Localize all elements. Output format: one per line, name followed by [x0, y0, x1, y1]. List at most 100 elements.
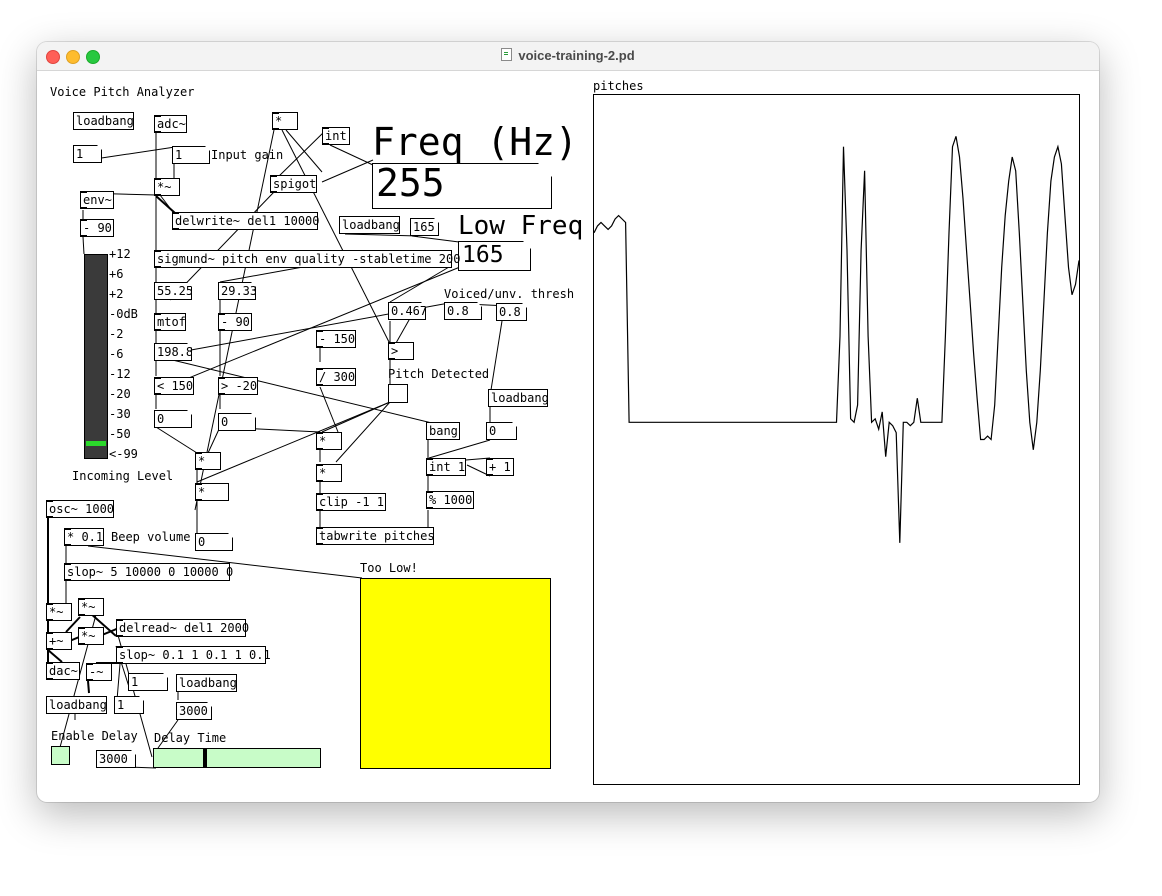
spigot-object[interactable]: spigot	[270, 175, 317, 193]
counter-reset-number[interactable]: 0	[486, 422, 517, 440]
loadbang-object-4[interactable]: loadbang	[176, 674, 237, 692]
slider-knob[interactable]	[203, 749, 207, 767]
clip-object[interactable]: clip -1 1	[316, 493, 386, 511]
delay-time-comment: Delay Time	[154, 731, 227, 745]
greater-than-minus-20-object[interactable]: > -20	[218, 377, 258, 395]
beep-volume-comment: Beep volume	[111, 530, 191, 544]
low-freq-preset-number[interactable]: 165	[410, 218, 439, 236]
thresh-preset-number[interactable]: 0.8	[496, 303, 527, 321]
vu-meter	[84, 254, 108, 459]
delay-preset-number[interactable]: 3000	[176, 702, 212, 720]
graph-array-name: pitches	[593, 79, 644, 93]
one-number-box[interactable]: 1	[128, 673, 168, 691]
pitch-detected-comment: Pitch Detected	[388, 367, 490, 381]
loud-flag-number-box[interactable]: 0	[218, 413, 256, 431]
vu-scale-label: -2	[109, 327, 124, 341]
vu-scale-label: -50	[109, 427, 131, 441]
delread-object[interactable]: delread~ del1 2000	[116, 619, 249, 637]
pitch-number-box[interactable]: 55.25	[154, 282, 192, 300]
voiced-thresh-comment: Voiced/unv. thresh	[444, 287, 575, 301]
signal-multiply-object-3[interactable]: *~	[78, 598, 104, 616]
enable-delay-toggle[interactable]	[51, 746, 70, 765]
low-flag-number-box[interactable]: 0	[154, 410, 192, 428]
thresh-number-box[interactable]: 0.8	[444, 302, 482, 320]
low-freq-number-box[interactable]: 165	[458, 241, 531, 271]
incoming-level-comment: Incoming Level	[72, 469, 174, 483]
int-object[interactable]: int	[322, 127, 350, 145]
vu-scale-label: -6	[109, 347, 124, 361]
int-counter-object[interactable]: int 1	[426, 458, 466, 476]
signal-multiply-object-4[interactable]: *~	[78, 627, 104, 645]
low-freq-label: Low Freq	[458, 211, 584, 241]
quality-number-box[interactable]: 0.467	[388, 302, 426, 320]
title-bar: voice-training-2.pd	[37, 42, 1099, 71]
less-than-150-object[interactable]: < 150	[154, 377, 194, 395]
freq-number-box-small[interactable]: 198.8	[154, 343, 192, 361]
tabwrite-object[interactable]: tabwrite pitches	[316, 527, 435, 545]
multiply-object-4[interactable]: *	[316, 464, 342, 482]
delay-time-slider[interactable]	[153, 748, 321, 768]
zoom-button[interactable]	[86, 50, 100, 64]
multiply-object-2[interactable]: *	[316, 432, 342, 450]
vu-scale-label: +6	[109, 267, 124, 281]
loadbang-object-2[interactable]: loadbang	[339, 216, 400, 234]
input-gain-number-box[interactable]: 1	[172, 146, 210, 164]
minus-150-object[interactable]: - 150	[316, 330, 356, 348]
pitch-detected-bang[interactable]	[388, 384, 408, 403]
pitches-graph	[593, 94, 1080, 785]
delwrite-object[interactable]: delwrite~ del1 10000	[172, 212, 320, 230]
env-number-box[interactable]: 29.33	[218, 282, 256, 300]
dac-object[interactable]: dac~	[46, 662, 80, 680]
vu-scale-label: -0dB	[109, 307, 138, 321]
document-icon	[501, 48, 513, 61]
vu-scale-label: -20	[109, 387, 131, 401]
one-number-box-2[interactable]: 1	[114, 696, 144, 714]
too-low-indicator-canvas	[360, 578, 551, 769]
loadbang-object-5[interactable]: loadbang	[46, 696, 107, 714]
osc-object[interactable]: osc~ 1000	[46, 500, 114, 518]
patch-title-comment: Voice Pitch Analyzer	[50, 85, 195, 99]
vu-scale-label: +12	[109, 247, 131, 261]
beep-gate-number-box[interactable]: 0	[195, 533, 233, 551]
signal-subtract-object[interactable]: -~	[86, 663, 112, 681]
env-object[interactable]: env~	[80, 191, 114, 209]
freq-number-box[interactable]: 255	[372, 163, 552, 209]
input-gain-comment: Input gain	[211, 148, 284, 162]
vu-scale-label: -12	[109, 367, 131, 381]
signal-multiply-object-2[interactable]: *~	[46, 603, 72, 621]
signal-add-object[interactable]: +~	[46, 632, 72, 650]
sigmund-object[interactable]: sigmund~ pitch env quality -stabletime 2…	[154, 250, 460, 268]
vu-scale-label: +2	[109, 287, 124, 301]
too-low-comment: Too Low!	[360, 561, 418, 575]
mtof-object[interactable]: mtof	[154, 313, 186, 331]
multiply-object[interactable]: *	[272, 112, 298, 130]
pitches-array-line	[593, 136, 1080, 543]
signal-multiply-object[interactable]: *~	[154, 178, 180, 196]
delay-time-number-box[interactable]: 3000	[96, 750, 136, 768]
minus-90-object-2[interactable]: - 90	[218, 313, 252, 331]
multiply-object-5[interactable]: *	[195, 483, 229, 501]
gain-number-box[interactable]: 1	[73, 145, 102, 163]
slop-object-2[interactable]: slop~ 0.1 1 0.1 1 0.1	[116, 646, 271, 664]
enable-delay-comment: Enable Delay	[51, 729, 138, 743]
window-title: voice-training-2.pd	[518, 48, 635, 63]
close-button[interactable]	[46, 50, 60, 64]
plus-1-object[interactable]: + 1	[486, 458, 514, 476]
minimize-button[interactable]	[66, 50, 80, 64]
pitches-array-plot	[593, 136, 1080, 543]
greater-than-object[interactable]: >	[388, 342, 414, 360]
loadbang-object-3[interactable]: loadbang	[488, 389, 549, 407]
multiply-0.1-object[interactable]: * 0.1	[64, 528, 104, 546]
divide-300-object[interactable]: / 300	[316, 368, 356, 386]
freq-hz-label: Freq (Hz)	[372, 120, 578, 164]
bang-message[interactable]: bang	[426, 422, 460, 440]
vu-scale-label: -30	[109, 407, 131, 421]
slop-object[interactable]: slop~ 5 10000 0 10000 0	[64, 563, 233, 581]
mod-1000-object[interactable]: % 1000	[426, 491, 474, 509]
vu-level-fill	[86, 441, 106, 446]
minus-90-object[interactable]: - 90	[80, 219, 114, 237]
adc-object[interactable]: adc~	[154, 115, 187, 133]
multiply-object-3[interactable]: *	[195, 452, 221, 470]
loadbang-object[interactable]: loadbang	[73, 112, 134, 130]
